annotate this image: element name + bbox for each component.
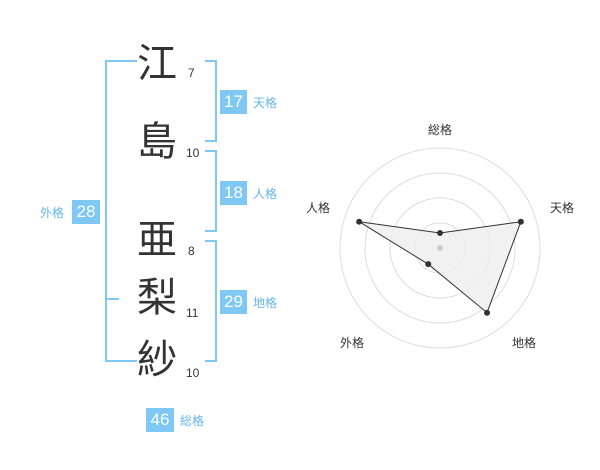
gaikaku-mid-tick [105, 298, 119, 300]
radar-label-soukaku: 総格 [428, 123, 453, 137]
radar-point-3 [425, 261, 432, 268]
stroke-count-5: 10 [186, 366, 200, 380]
soukaku-value: 46 [146, 408, 174, 432]
stroke-count-4: 11 [186, 306, 199, 320]
jinkaku-bracket [205, 150, 217, 232]
jinkaku-label: 人格 [253, 187, 278, 201]
name-char-4: 梨 [137, 275, 177, 321]
radar-point-0 [437, 230, 443, 236]
stroke-count-1: 7 [188, 66, 195, 80]
tenkaku-label: 天格 [253, 96, 278, 110]
chikaku-bracket [205, 240, 217, 362]
name-char-1: 江 [137, 41, 177, 87]
radar-point-2 [484, 309, 491, 316]
stroke-count-2: 10 [186, 146, 200, 160]
tenkaku-value: 17 [220, 90, 247, 114]
stroke-count-3: 8 [188, 244, 195, 258]
radar-polygon [358, 221, 522, 314]
jinkaku-value: 18 [220, 181, 247, 205]
name-char-3: 亜 [137, 217, 177, 263]
radar-point-4 [356, 218, 363, 225]
radar-label-gaikaku: 外格 [340, 336, 365, 350]
gaikaku-label: 外格 [40, 206, 65, 220]
name-char-2: 島 [137, 119, 177, 165]
gaikaku-value: 28 [72, 200, 100, 224]
chikaku-value: 29 [220, 290, 247, 314]
radar-label-chikaku: 地格 [512, 336, 537, 350]
soukaku-label: 総格 [180, 414, 205, 428]
radar-ring [364, 172, 516, 324]
radar-label-jinkaku: 人格 [306, 201, 331, 215]
tenkaku-bracket [205, 60, 217, 142]
gaikaku-bracket [105, 60, 137, 362]
radar-label-tenkaku: 天格 [550, 201, 575, 215]
radar-ring [339, 147, 541, 349]
name-char-5: 紗 [137, 337, 177, 383]
radar-point-1 [517, 218, 524, 225]
radar-center-dot [437, 245, 443, 251]
chikaku-label: 地格 [253, 296, 278, 310]
